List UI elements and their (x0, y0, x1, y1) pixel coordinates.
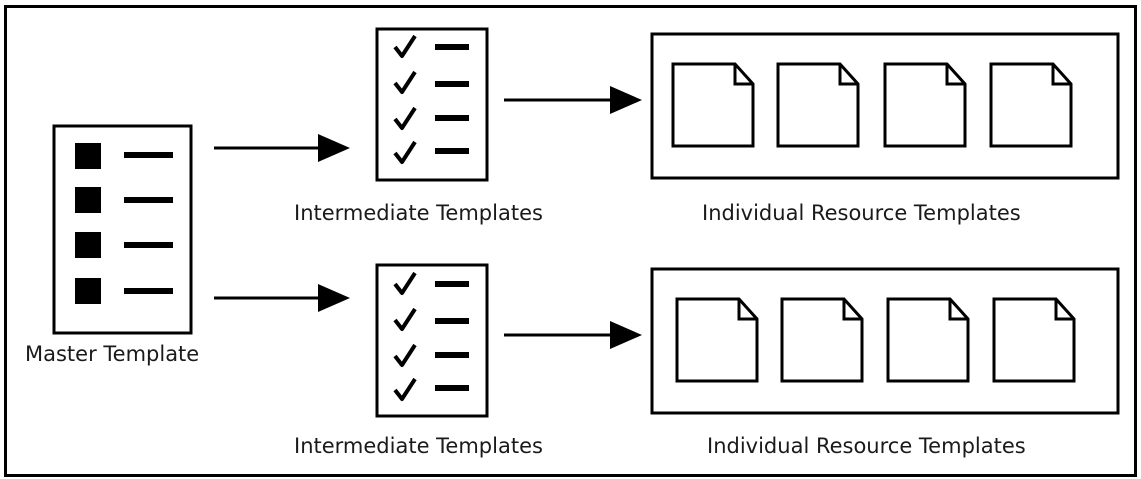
resource-templates-label-top: Individual Resource Templates (702, 201, 1021, 225)
bullet-line (124, 288, 173, 294)
check-icon (393, 377, 417, 401)
check-icon (393, 140, 417, 164)
resource-templates-label-bottom: Individual Resource Templates (707, 434, 1026, 458)
intermediate-templates-label-bottom: Intermediate Templates (294, 434, 543, 458)
diagram-frame (4, 5, 1137, 477)
file-icon (780, 297, 864, 383)
bullet-square (75, 143, 101, 169)
right-arrow-icon (214, 284, 350, 312)
master-template-label: Master Template (25, 342, 200, 366)
check-icon (393, 307, 417, 331)
file-icon (671, 62, 755, 148)
checklist-document-icon (375, 27, 489, 182)
check-icon (393, 271, 417, 295)
file-icon (989, 62, 1073, 148)
right-arrow-icon (504, 321, 642, 349)
intermediate-templates-label-top: Intermediate Templates (294, 201, 543, 225)
master-template-icon (52, 124, 193, 335)
bullet-square (75, 187, 101, 213)
checklist-document-icon (375, 263, 489, 418)
bullet-square (75, 278, 101, 304)
right-arrow-icon (214, 134, 350, 162)
right-arrow-icon (504, 86, 642, 114)
check-icon (393, 106, 417, 130)
bullet-line (124, 197, 173, 203)
bullet-line (124, 242, 173, 248)
bullet-square (75, 232, 101, 258)
check-icon (393, 70, 417, 94)
check-icon (393, 343, 417, 367)
resource-group-bottom (650, 267, 1120, 415)
file-icon (675, 297, 759, 383)
file-icon (776, 62, 860, 148)
bullet-line (124, 152, 173, 158)
check-icon (393, 34, 417, 58)
file-icon (886, 297, 970, 383)
resource-group-top (650, 32, 1120, 180)
file-icon (992, 297, 1076, 383)
file-icon (883, 62, 967, 148)
